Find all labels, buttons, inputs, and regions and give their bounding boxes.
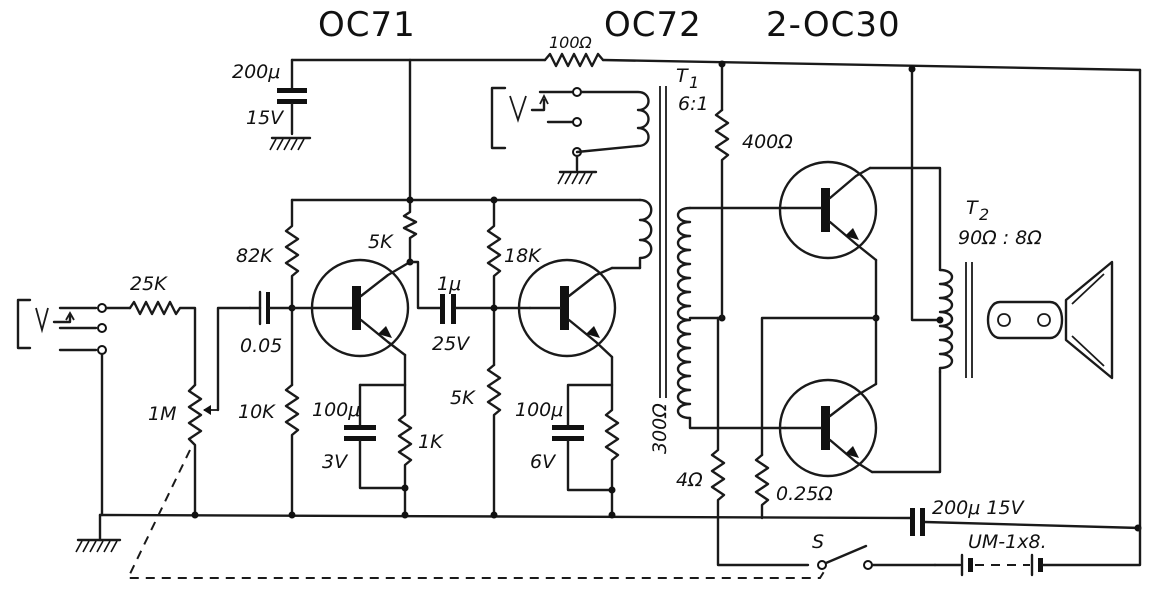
label-15v: 15V	[246, 107, 285, 129]
battery-icon	[933, 526, 1142, 577]
label-10k: 10K	[238, 401, 276, 423]
label-18k: 18K	[504, 245, 542, 267]
supply-return-wire	[923, 520, 1142, 530]
capacitor-100u-3v	[344, 383, 407, 490]
resistor-100ohm	[543, 52, 605, 68]
collector-lower-wire	[870, 370, 942, 474]
label-1m: 1M	[148, 403, 176, 425]
node-t2-centertap	[936, 316, 944, 324]
label-6v: 6V	[530, 451, 557, 473]
title-2oc30: 2-OC30	[766, 5, 901, 45]
label-5k-bias2: 5K	[450, 387, 476, 409]
label-25k: 25K	[130, 273, 168, 295]
capacitor-200u-decoupling	[277, 58, 307, 136]
emitter2-wire	[566, 355, 614, 427]
top-supply-rail	[290, 58, 1142, 530]
transformer-t1-primary-icon	[638, 198, 653, 270]
resistor-18k	[486, 198, 502, 367]
emitter-res-wire	[760, 316, 878, 457]
potentiometer-1m	[187, 306, 252, 517]
node-ground-2	[490, 511, 498, 519]
resistor-300ohm	[604, 383, 620, 517]
power-switch-icon	[817, 544, 937, 570]
output-jack-icon	[490, 86, 650, 185]
resistor-4ohm	[710, 316, 810, 567]
label-switch-s: S	[812, 531, 824, 553]
ground-symbol-top	[269, 136, 312, 151]
label-1k: 1K	[418, 431, 444, 453]
collector1-lead	[408, 260, 442, 310]
ground-rail	[98, 513, 914, 520]
transformer-t2-icon	[938, 262, 973, 378]
label-1u: 1μ	[437, 273, 461, 295]
label-200u: 200μ	[232, 61, 280, 83]
label-100ohm: 100Ω	[549, 33, 593, 52]
capacitor-200u-supply	[910, 508, 925, 536]
node-supply-400	[718, 60, 726, 68]
transistor-oc72	[517, 258, 617, 359]
node-emitter2-bottom	[608, 486, 616, 494]
transformer-t1-core-icon	[659, 86, 667, 398]
node-emitter1-bottom	[401, 484, 409, 492]
resistor-5k-collector	[402, 198, 418, 264]
ground-symbol-left	[75, 513, 122, 553]
transistor-oc30-lower	[778, 378, 878, 478]
resistor-25k	[128, 300, 197, 387]
capacitor-100u-6v	[552, 425, 614, 492]
label-t2-ratio: 90Ω : 8Ω	[958, 227, 1042, 249]
label-0-05: 0.05	[240, 335, 282, 357]
resistor-5k-bias2	[486, 363, 502, 517]
label-t1: T	[676, 65, 689, 87]
pot-switch-linkage	[126, 449, 826, 579]
node-stage2-top	[490, 196, 498, 204]
capacitor-1u	[440, 294, 532, 324]
t2-centertap-wire	[910, 68, 942, 322]
label-300ohm: 300Ω	[649, 403, 671, 454]
label-82k: 82K	[236, 245, 274, 267]
label-t2-sub: 2	[979, 205, 989, 224]
label-25v: 25V	[432, 333, 471, 355]
resistor-1k	[397, 383, 413, 517]
label-400ohm: 400Ω	[742, 131, 793, 153]
node-ground-3	[608, 511, 616, 519]
label-3v: 3V	[322, 451, 349, 473]
node-stage1-top	[406, 196, 414, 204]
title-oc72: OC72	[604, 5, 702, 45]
transistor-oc71	[310, 258, 412, 358]
resistor-10k	[284, 383, 300, 517]
input-jack-icon	[16, 298, 107, 355]
resistor-0-25ohm	[754, 453, 770, 520]
resistor-400ohm	[714, 108, 730, 320]
label-100u-stage2: 100μ	[515, 399, 563, 421]
speaker-icon	[986, 260, 1114, 380]
node-supply-t2	[908, 65, 916, 73]
label-t1-sub: 1	[689, 73, 699, 92]
label-4ohm: 4Ω	[676, 469, 703, 491]
label-5k-collector: 5K	[368, 231, 394, 253]
resistor-82k	[284, 198, 300, 387]
title-oc71: OC71	[318, 5, 416, 45]
label-t1-ratio: 6:1	[678, 93, 709, 115]
label-0-25ohm: 0.25Ω	[776, 483, 833, 505]
transformer-t1-secondary-icon	[676, 206, 787, 430]
node-base2	[490, 304, 498, 312]
collector-upper-wire	[868, 166, 942, 272]
capacitor-0-05	[248, 290, 294, 326]
label-t2: T	[966, 197, 979, 219]
node-ground-0	[288, 511, 296, 519]
node-ground-pot	[191, 511, 199, 519]
transistor-oc30-upper	[778, 160, 878, 262]
label-200u-15v: 200μ 15V	[932, 497, 1026, 519]
label-battery: UM-1x8.	[968, 531, 1047, 553]
label-100u-stage1: 100μ	[312, 399, 360, 421]
node-ground-1	[401, 511, 409, 519]
